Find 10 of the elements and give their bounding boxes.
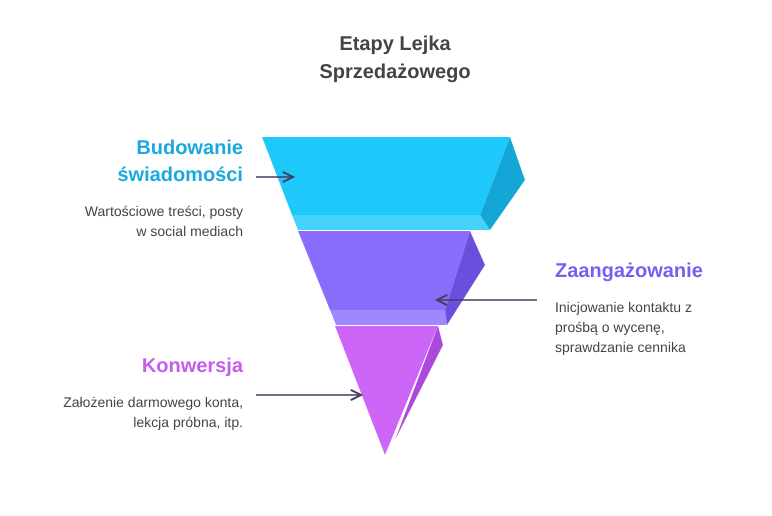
stage-heading: Zaangażowanie (555, 259, 704, 284)
stage-heading: Konwersja (140, 354, 243, 379)
arrow (256, 388, 362, 402)
diagram-title: Etapy Lejka Sprzedażowego (318, 32, 472, 85)
stage-description: Wartościowe treści, posty w social mediach (84, 202, 243, 241)
arrow (256, 170, 294, 184)
stage-heading: Budowanie świadomości (116, 136, 243, 188)
arrow (436, 294, 537, 306)
stage-description: Założenie darmowego konta, lekcja próbna, itp. (62, 393, 243, 432)
stage-description: Inicjowanie kontaktu z prośbą o wycenę, sprawdzanie cennika (555, 298, 693, 357)
